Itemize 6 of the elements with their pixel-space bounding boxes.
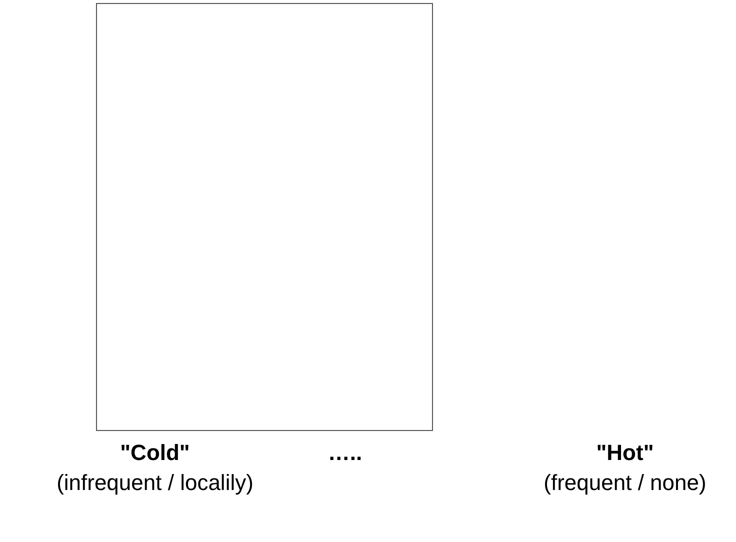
empty-box — [96, 3, 433, 431]
description-text: (frequent / none) — [544, 470, 706, 496]
scale-end-label: "Cold" — [120, 440, 190, 466]
scale-end-label: "Hot" — [596, 440, 654, 466]
ellipsis-text: ….. — [328, 440, 362, 466]
description-text: (infrequent / localily) — [56, 470, 254, 496]
